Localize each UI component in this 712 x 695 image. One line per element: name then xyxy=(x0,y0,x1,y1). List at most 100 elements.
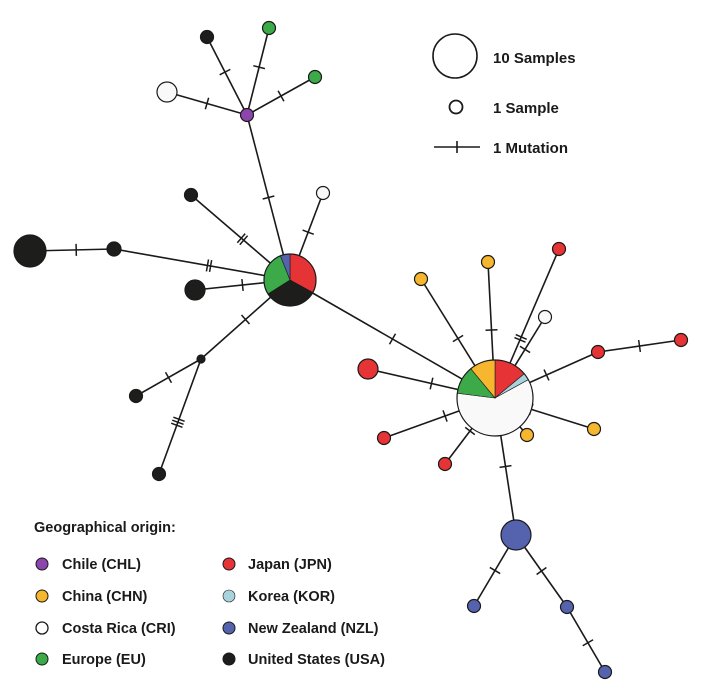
one-sample-label: 1 Sample xyxy=(493,100,559,117)
legend-label-jpn: Japan (JPN) xyxy=(248,557,332,573)
haplotype-node xyxy=(537,309,553,325)
mutation-tick xyxy=(536,566,547,576)
mutation-tick xyxy=(582,639,594,647)
mutation-tick xyxy=(429,377,434,390)
haplotype-node xyxy=(519,427,535,443)
legend-label-chl: Chile (CHL) xyxy=(62,557,141,573)
legend-label-nzl: New Zealand (NZL) xyxy=(248,621,379,637)
network-nodes xyxy=(13,20,689,680)
legend-item-cri: Costa Rica (CRI) xyxy=(35,621,176,637)
haplotype-circle xyxy=(128,388,144,404)
haplotype-node xyxy=(128,388,144,404)
haplotype-node xyxy=(376,430,392,446)
mutation-tick xyxy=(236,233,246,244)
haplotype-circle xyxy=(151,466,167,482)
mutation-tick xyxy=(514,336,526,343)
haplotype-circle xyxy=(559,599,575,615)
mutation-tick xyxy=(464,426,476,436)
haplotype-circle xyxy=(500,519,532,551)
legend: Geographical origin: Chile (CHL) China (… xyxy=(34,520,385,668)
haplotype-node xyxy=(106,241,122,257)
haplotype-circle xyxy=(13,234,47,268)
legend-label-kor: Korea (KOR) xyxy=(248,589,335,605)
haplotype-node xyxy=(437,456,453,472)
haplotype-circle xyxy=(261,20,277,36)
mutation-tick xyxy=(499,464,512,469)
mutation-tick xyxy=(388,333,397,345)
haplotype-node xyxy=(315,185,331,201)
haplotype-circle xyxy=(586,421,602,437)
legend-label-chn: China (CHN) xyxy=(62,589,148,605)
haplotype-circle xyxy=(466,598,482,614)
haplotype-node xyxy=(196,354,206,364)
legend-label-eu: Europe (EU) xyxy=(62,652,146,668)
ten-samples-label: 10 Samples xyxy=(493,50,576,67)
legend-swatch-chl xyxy=(35,557,49,571)
legend-label-usa: United States (USA) xyxy=(248,652,385,668)
haplotype-circle xyxy=(437,456,453,472)
mutation-tick xyxy=(277,90,285,102)
haplotype-circle xyxy=(199,29,215,45)
haplotype-node xyxy=(199,29,215,45)
legend-swatch-chn xyxy=(35,589,49,603)
haplotype-circle xyxy=(183,187,199,203)
mutation-tick xyxy=(543,369,550,381)
haplotype-circle xyxy=(184,279,206,301)
haplotype-circle xyxy=(597,664,613,680)
mutation-tick xyxy=(164,371,173,384)
legend-swatch-eu xyxy=(35,652,49,666)
haplotype-node xyxy=(13,234,47,268)
haplotype-node xyxy=(500,519,532,551)
haplotype-circle xyxy=(376,430,392,446)
haplotype-circle xyxy=(307,69,323,85)
mutation-tick xyxy=(253,64,266,70)
haplotype-circle xyxy=(551,241,567,257)
legend-item-jpn: Japan (JPN) xyxy=(222,557,332,573)
haplotype-node xyxy=(357,358,379,380)
haplotype-node xyxy=(307,69,323,85)
mutation-tick xyxy=(452,334,464,343)
legend-swatch-nzl xyxy=(222,621,236,635)
haplotype-node xyxy=(466,598,482,614)
legend-swatch-kor xyxy=(222,589,236,603)
legend-item-chn: China (CHN) xyxy=(35,589,148,605)
mutation-tick xyxy=(302,229,315,235)
haplotype-outline xyxy=(263,253,317,307)
legend-item-kor: Korea (KOR) xyxy=(222,589,335,605)
mutation-tick xyxy=(637,339,642,353)
haplotype-circle xyxy=(315,185,331,201)
legend-item-usa: United States (USA) xyxy=(222,652,385,668)
network-edge xyxy=(246,27,270,116)
haplotype-node xyxy=(673,332,689,348)
legend-item-nzl: New Zealand (NZL) xyxy=(222,621,379,637)
haplotype-circle xyxy=(106,241,122,257)
haplotype-node xyxy=(183,187,199,203)
mutation-tick xyxy=(239,235,249,246)
legend-item-eu: Europe (EU) xyxy=(35,652,146,668)
mutation-tick xyxy=(515,333,528,340)
network-edge xyxy=(566,606,606,673)
legend-item-chl: Chile (CHL) xyxy=(35,557,141,573)
ten-samples-circle xyxy=(432,33,478,79)
haplotype-outline xyxy=(456,359,534,437)
haplotype-node xyxy=(151,466,167,482)
haplotype-circle xyxy=(413,271,429,287)
mutation-tick xyxy=(519,345,531,354)
haplotype-node xyxy=(559,599,575,615)
legend-title: Geographical origin: xyxy=(34,520,176,536)
one-mutation-label: 1 Mutation xyxy=(493,140,568,157)
haplotype-node xyxy=(586,421,602,437)
mutation-tick xyxy=(241,278,244,292)
haplotype-circle xyxy=(196,354,206,364)
mutation-tick xyxy=(442,410,448,422)
network-edges xyxy=(29,27,682,673)
haplotype-node xyxy=(184,279,206,301)
haplotype-node xyxy=(456,359,534,437)
legend-swatch-jpn xyxy=(222,557,236,571)
legend-label-cri: Costa Rica (CRI) xyxy=(62,621,176,637)
haplotype-circle xyxy=(156,81,178,103)
haplotype-circle xyxy=(519,427,535,443)
mutation-tick xyxy=(489,566,501,575)
mutation-tick xyxy=(170,422,183,429)
